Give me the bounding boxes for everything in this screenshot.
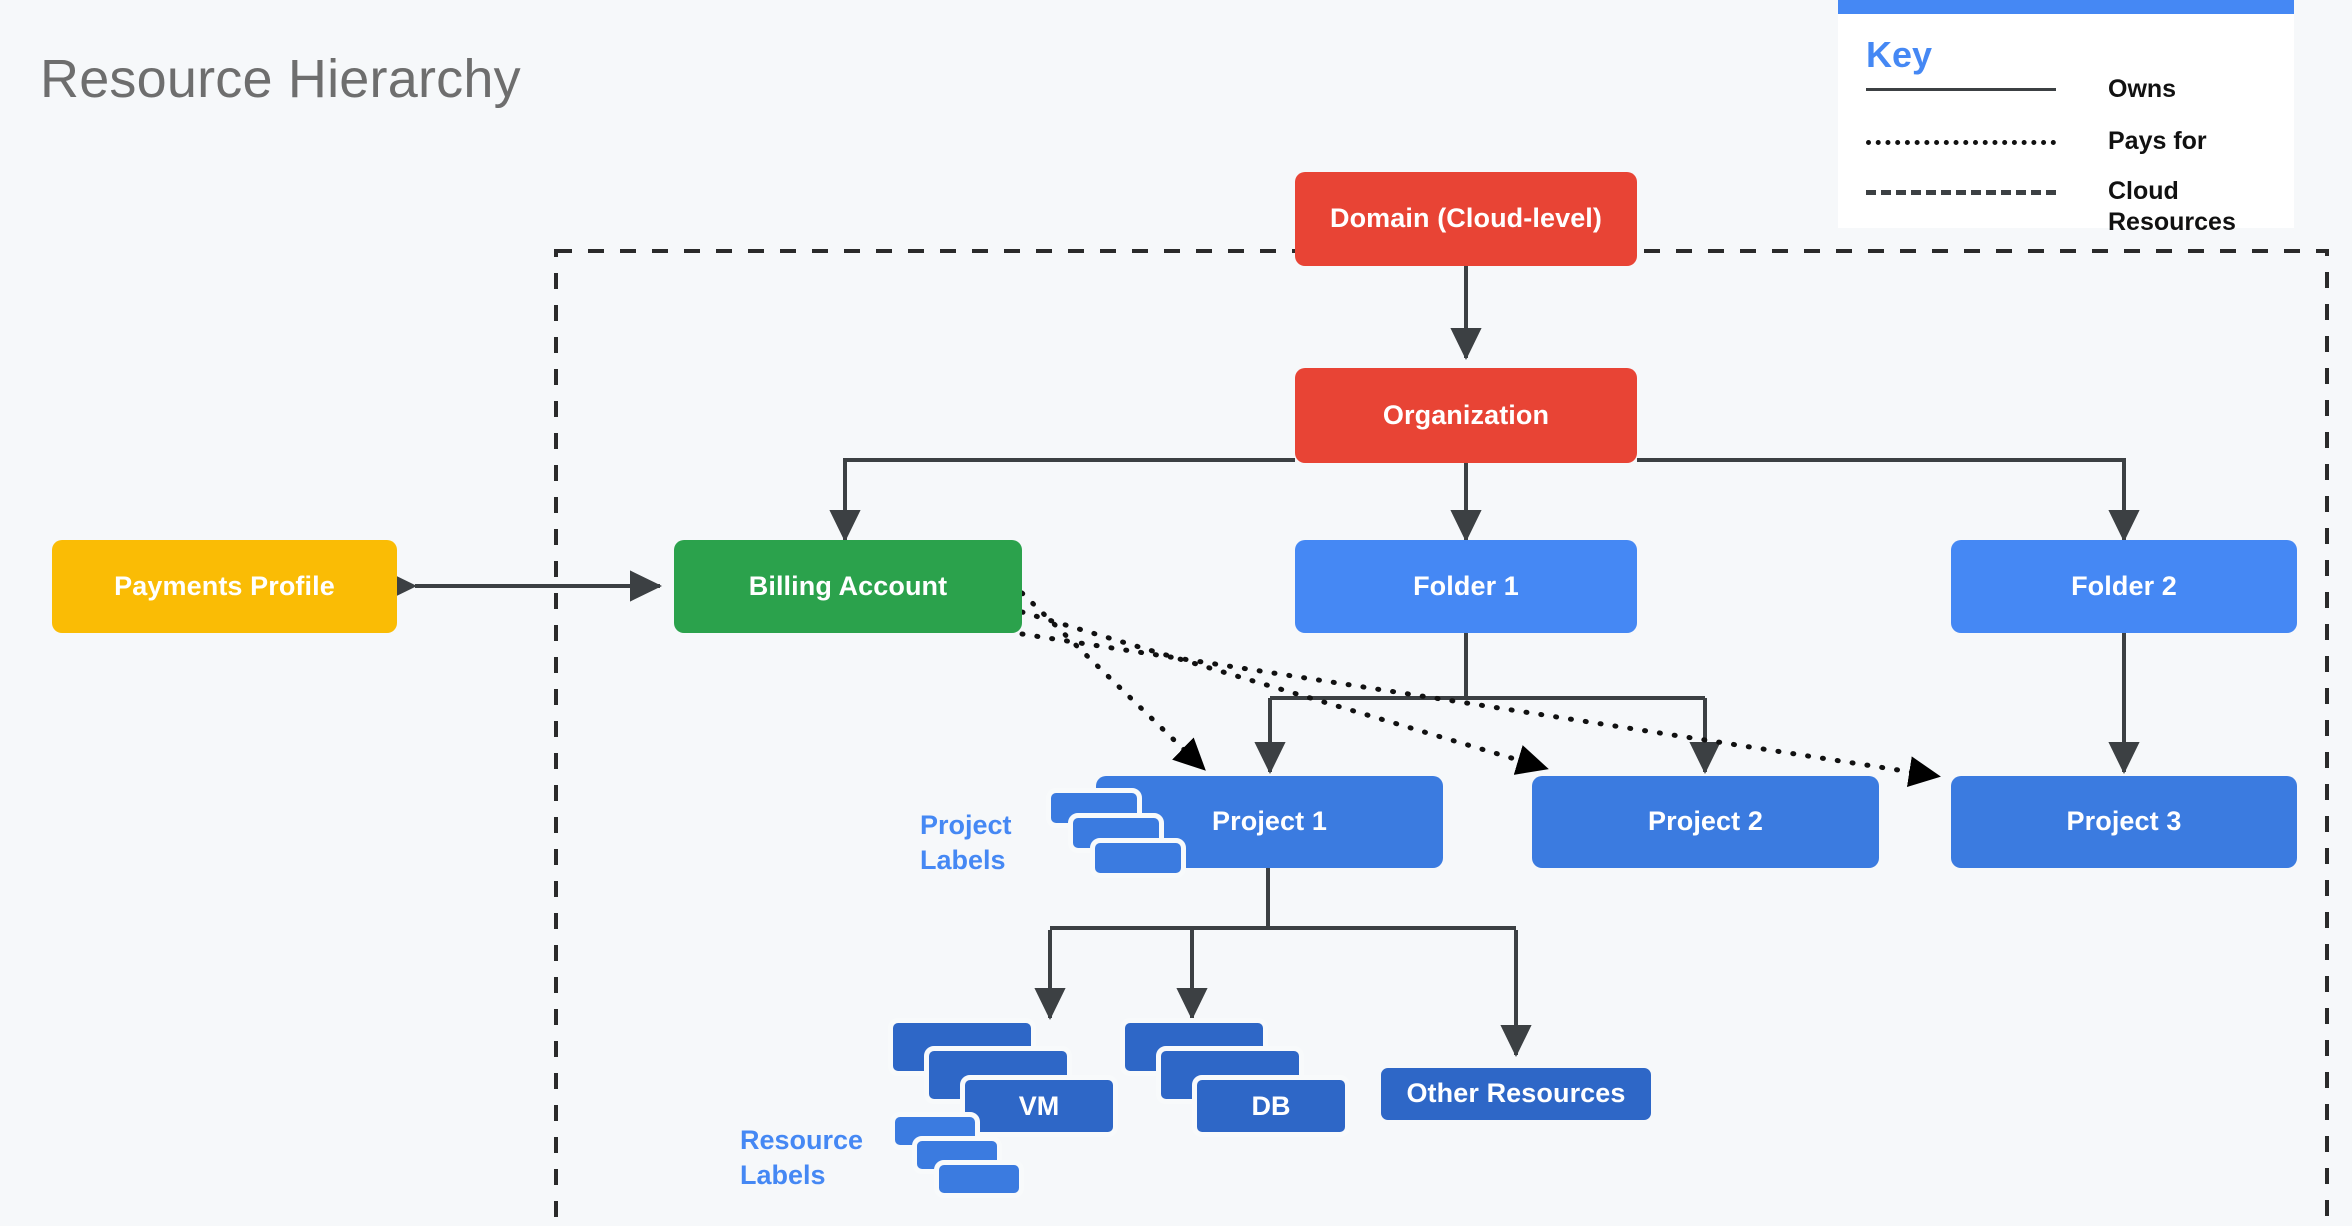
edge-billing-pays-project2 [1019, 609, 1549, 775]
node-project-3-label: Project 3 [2066, 806, 2182, 837]
edge-project1-children [1034, 868, 1532, 1057]
resource-labels-caption: Resource Labels [740, 1125, 864, 1191]
edge-billing-pays-project3 [1019, 631, 1941, 788]
node-other-resources-label: Other Resources [1406, 1078, 1626, 1109]
legend-key-panel: Key Owns Pays for Cloud Resources [1838, 0, 2294, 236]
edge-folder1-projects [1254, 629, 1721, 774]
node-db-label: DB [1251, 1090, 1291, 1121]
legend-item-pays-for: Pays for [1866, 126, 2266, 157]
project-labels-stack [1046, 788, 1186, 898]
node-project-3[interactable]: Project 3 [1951, 776, 2297, 868]
legend-item-cloud-resources: Cloud Resources [1866, 176, 2266, 239]
node-organization-label: Organization [1382, 399, 1550, 430]
node-project-2[interactable]: Project 2 [1532, 776, 1879, 868]
legend-accent-bar [1838, 0, 2294, 14]
legend-line-solid-icon [1866, 88, 2056, 91]
node-vm[interactable]: VM [888, 1018, 1118, 1158]
node-payments-profile[interactable]: Payments Profile [52, 540, 397, 633]
resource-labels-stack [890, 1112, 1024, 1222]
project-label-card-3 [1090, 838, 1186, 878]
node-folder-1-label: Folder 1 [1413, 570, 1519, 601]
node-payments-profile-label: Payments Profile [114, 570, 335, 601]
db-card-front: DB [1192, 1075, 1350, 1137]
edge-organization-folder2 [1637, 458, 2140, 542]
page-title: Resource Hierarchy [40, 49, 521, 109]
node-db[interactable]: DB [1120, 1018, 1350, 1158]
node-project-2-label: Project 2 [1648, 806, 1763, 837]
node-billing-account-label: Billing Account [748, 570, 948, 601]
legend-item-cloud-resources-label: Cloud Resources [2108, 177, 2236, 237]
legend-item-owns-label: Owns [2108, 75, 2177, 103]
node-billing-account[interactable]: Billing Account [674, 540, 1022, 633]
node-domain-label: Domain (Cloud-level) [1329, 203, 1602, 234]
legend-line-dashed-icon [1866, 190, 2056, 195]
node-domain[interactable]: Domain (Cloud-level) [1295, 172, 1637, 266]
edge-organization-billing [829, 458, 1295, 542]
vm-card-front: VM [960, 1075, 1118, 1137]
node-other-resources[interactable]: Other Resources [1376, 1063, 1656, 1125]
resource-label-card-3 [934, 1160, 1024, 1198]
project-labels-caption: Project Labels [920, 810, 1012, 876]
node-folder-1[interactable]: Folder 1 [1295, 540, 1637, 633]
legend-item-owns: Owns [1866, 74, 2266, 105]
legend-item-pays-for-label: Pays for [2108, 127, 2207, 155]
node-vm-label: VM [1018, 1090, 1060, 1121]
legend-line-dotted-icon [1866, 140, 2056, 145]
legend-title: Key [1866, 34, 1933, 75]
edge-billing-pays-project1 [1019, 590, 1206, 771]
node-project-1-label: Project 1 [1212, 806, 1327, 837]
node-folder-2-label: Folder 2 [2071, 570, 2177, 601]
node-organization[interactable]: Organization [1295, 368, 1637, 463]
node-folder-2[interactable]: Folder 2 [1951, 540, 2297, 633]
